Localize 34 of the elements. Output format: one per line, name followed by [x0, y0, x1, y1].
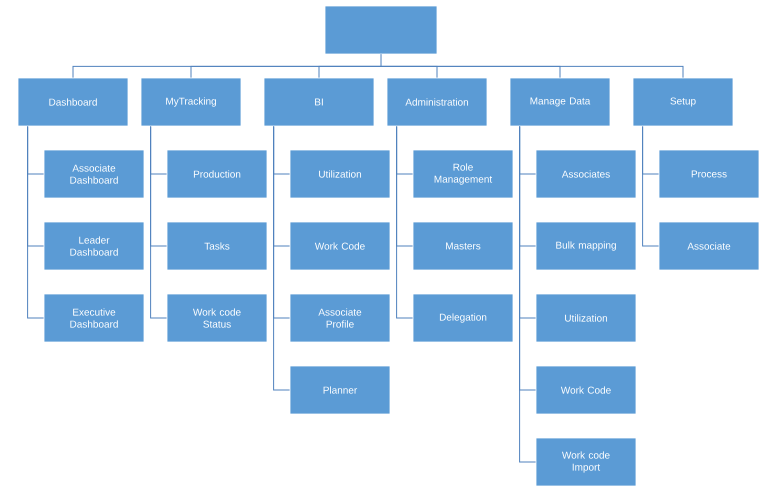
connector-line — [380, 54, 684, 78]
empty-box — [324, 6, 438, 54]
item-box: Associates — [536, 150, 636, 198]
item-box: Masters — [412, 222, 514, 270]
item-box: Associate Profile — [290, 294, 390, 342]
section-box: BI — [264, 78, 374, 126]
item-box: Role Management — [412, 150, 514, 198]
item-box: Work code Status — [166, 294, 268, 342]
section-box: MyTracking — [140, 78, 242, 126]
connector-line — [150, 126, 168, 318]
item-box: Work Code — [290, 222, 390, 270]
item-box: Production — [166, 150, 268, 198]
item-box: Bulk mapping — [536, 222, 636, 270]
item-box: Utilization — [536, 294, 636, 342]
item-box: Process — [658, 150, 760, 198]
connector-line — [642, 126, 660, 246]
item-box: Work Code — [536, 366, 636, 414]
connector-line — [27, 126, 44, 318]
section-box: Setup — [632, 78, 734, 126]
connector-line — [519, 126, 536, 462]
item-box: Planner — [290, 366, 390, 414]
item-box: Executive Dashboard — [44, 294, 144, 342]
item-box: Associate Dashboard — [44, 150, 144, 198]
item-box: Delegation — [412, 294, 514, 342]
section-box: Manage Data — [510, 78, 610, 126]
item-box: Utilization — [290, 150, 390, 198]
item-box: Associate — [658, 222, 760, 270]
item-box: Leader Dashboard — [44, 222, 144, 270]
section-box: Administration — [386, 78, 488, 126]
item-box: Tasks — [166, 222, 268, 270]
connector-line — [273, 126, 290, 390]
section-box: Dashboard — [18, 78, 128, 126]
connector-line — [396, 126, 414, 318]
item-box: Work code Import — [536, 438, 636, 486]
